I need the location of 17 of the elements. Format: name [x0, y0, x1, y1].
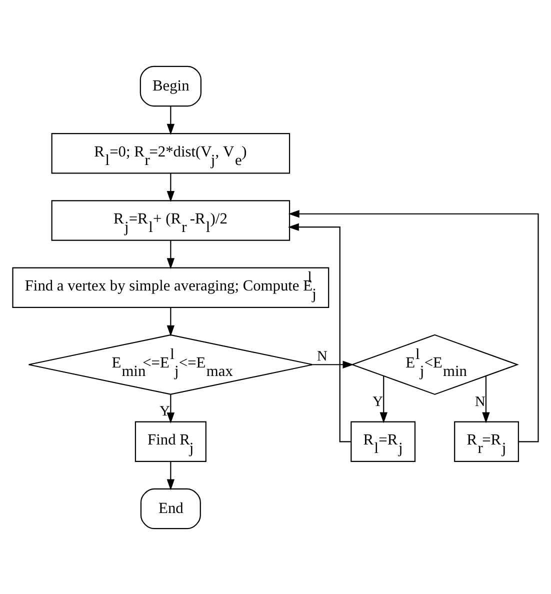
- arrow: [288, 222, 351, 442]
- arrow: [482, 376, 490, 423]
- arrow: [312, 360, 354, 368]
- arrow: [166, 172, 175, 202]
- arrow: [166, 106, 175, 134]
- edge-label: N: [474, 393, 486, 410]
- arrow: [166, 306, 175, 336]
- edge-label: N: [317, 348, 328, 364]
- edge-label: Y: [372, 393, 383, 410]
- arrow: [166, 394, 175, 423]
- arrow: [166, 240, 175, 269]
- arrow: [166, 461, 175, 490]
- arrow: [380, 376, 388, 423]
- arrow: [288, 210, 539, 442]
- node-box: Begin: [140, 65, 202, 106]
- edge-label: Y: [160, 402, 170, 419]
- node-box: End: [140, 488, 201, 529]
